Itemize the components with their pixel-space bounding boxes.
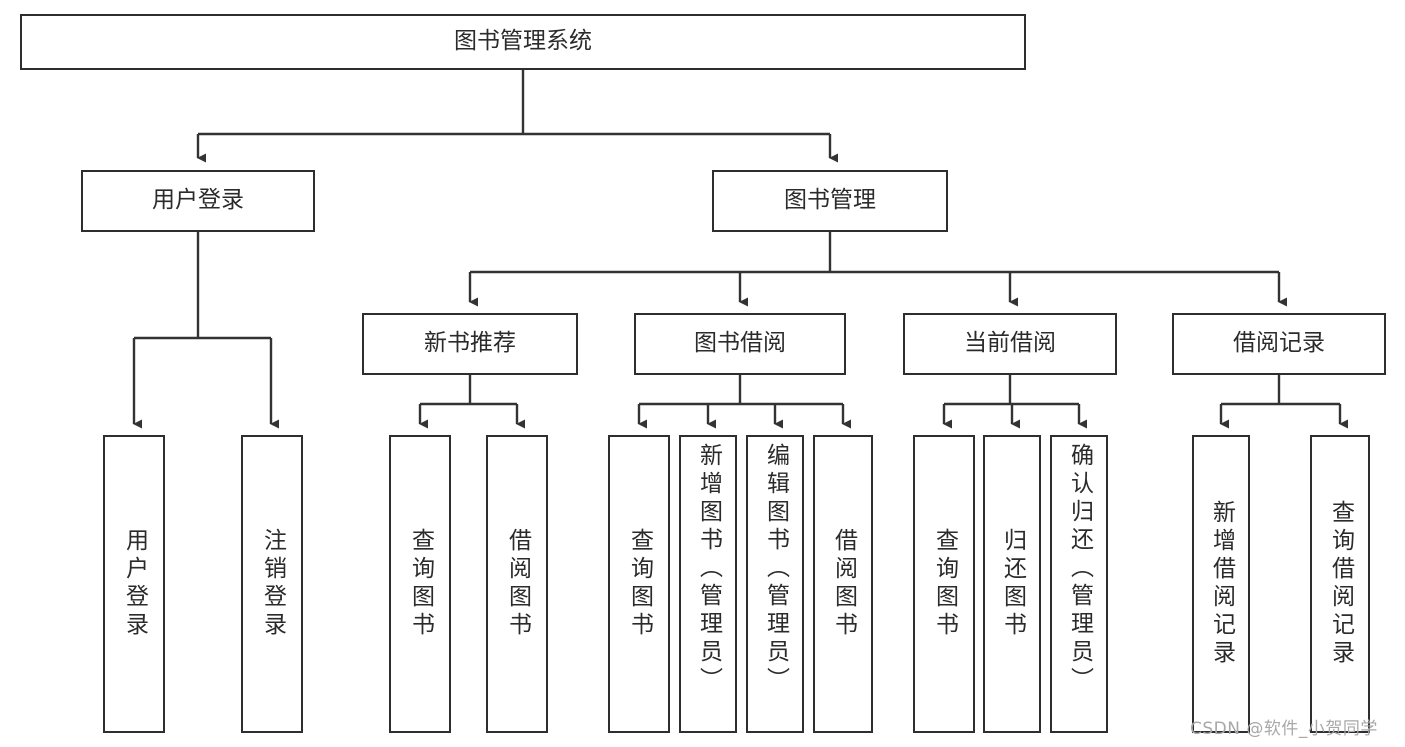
node-leaf-query-book-recommend[interactable]: 查询图书 — [389, 435, 451, 733]
node-label: 新增借阅记录 — [1208, 500, 1235, 668]
node-current-borrow[interactable]: 当前借阅 — [903, 313, 1117, 375]
node-leaf-query-book-current[interactable]: 查询图书 — [913, 435, 975, 733]
node-leaf-return-book[interactable]: 归还图书 — [983, 435, 1041, 733]
node-label: 图书管理 — [784, 187, 876, 214]
node-label: 编辑图书（管理员） — [762, 443, 789, 695]
node-user-login[interactable]: 用户登录 — [81, 170, 315, 232]
node-label: 查询图书 — [931, 528, 958, 640]
node-leaf-logout[interactable]: 注销登录 — [241, 435, 303, 733]
node-leaf-borrow-book[interactable]: 借阅图书 — [813, 435, 873, 733]
node-book-management-system[interactable]: 图书管理系统 — [20, 14, 1026, 70]
node-label: 确认归还（管理员） — [1066, 443, 1093, 695]
node-leaf-add-book-admin[interactable]: 新增图书（管理员） — [679, 435, 737, 733]
node-label: 借阅图书 — [830, 528, 857, 640]
node-leaf-borrow-book-recommend[interactable]: 借阅图书 — [486, 435, 548, 733]
node-leaf-query-book-borrow[interactable]: 查询图书 — [608, 435, 670, 733]
node-label: 新书推荐 — [424, 330, 516, 357]
node-new-book-recommend[interactable]: 新书推荐 — [362, 313, 578, 375]
node-label: 图书借阅 — [694, 330, 786, 357]
node-borrow-record[interactable]: 借阅记录 — [1172, 313, 1386, 375]
node-book-manage[interactable]: 图书管理 — [712, 170, 948, 232]
node-label: 查询图书 — [407, 528, 434, 640]
node-label: 借阅记录 — [1233, 330, 1325, 357]
node-label: 借阅图书 — [504, 528, 531, 640]
node-leaf-confirm-return-admin[interactable]: 确认归还（管理员） — [1050, 435, 1108, 733]
node-leaf-add-borrow-record[interactable]: 新增借阅记录 — [1192, 435, 1250, 733]
node-label: 图书管理系统 — [454, 28, 592, 55]
node-label: 新增图书（管理员） — [695, 443, 722, 695]
node-leaf-edit-book-admin[interactable]: 编辑图书（管理员） — [746, 435, 804, 733]
node-leaf-user-login[interactable]: 用户登录 — [103, 435, 165, 733]
node-label: 当前借阅 — [964, 330, 1056, 357]
node-leaf-query-borrow-record[interactable]: 查询借阅记录 — [1310, 435, 1370, 733]
node-book-borrow[interactable]: 图书借阅 — [634, 313, 846, 375]
node-label: 用户登录 — [152, 187, 244, 214]
node-label: 查询图书 — [626, 528, 653, 640]
node-label: 查询借阅记录 — [1327, 500, 1354, 668]
node-label: 归还图书 — [999, 528, 1026, 640]
node-label: 注销登录 — [259, 528, 286, 640]
node-label: 用户登录 — [121, 528, 148, 640]
csdn-watermark: CSDN @软件_小贺同学 — [1190, 719, 1378, 739]
